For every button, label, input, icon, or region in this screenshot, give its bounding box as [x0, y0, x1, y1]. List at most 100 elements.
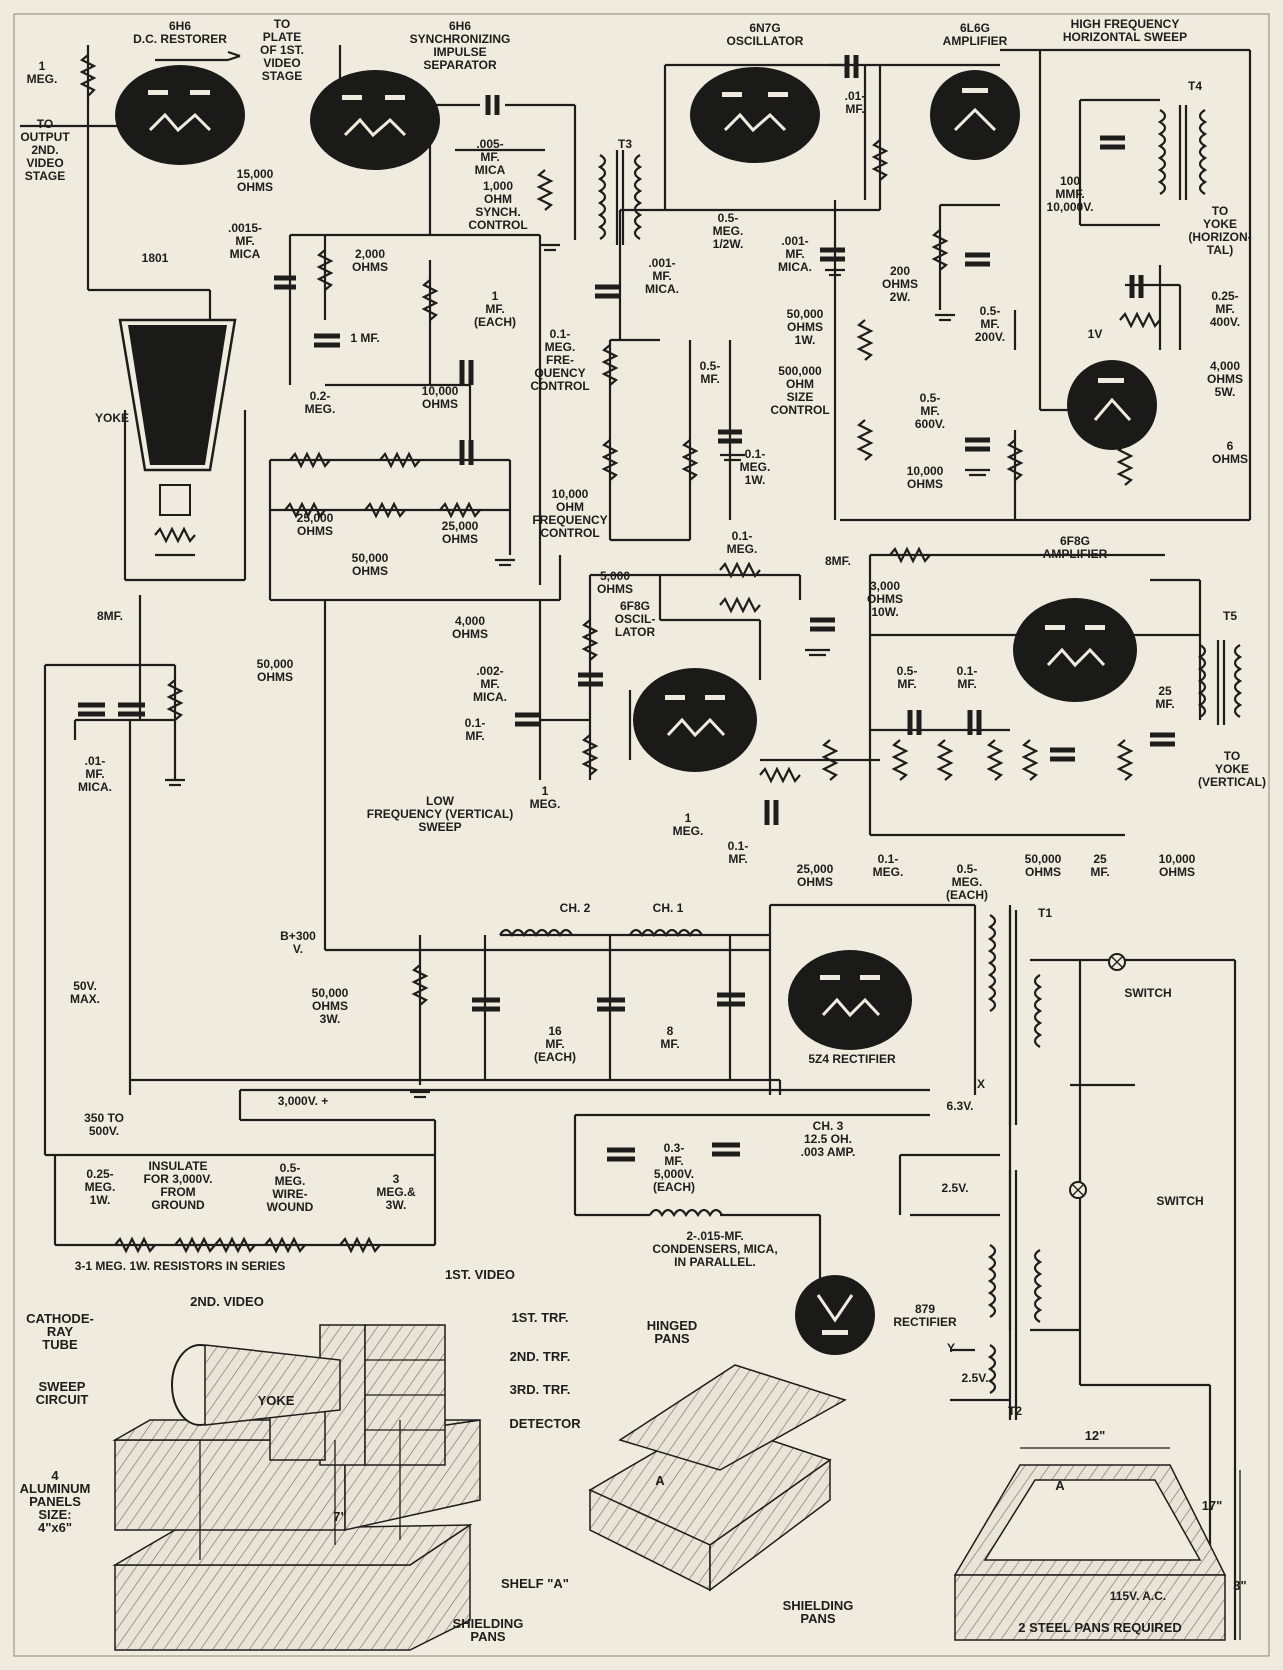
- label-meg02: 0.2-MEG.: [305, 389, 336, 416]
- label-mf01c: 0.1-MF.: [728, 839, 749, 866]
- label-x1: X: [977, 1077, 985, 1091]
- label-mf01d: 0.1-MF.: [957, 664, 978, 691]
- label-v25b: 2.5V.: [962, 1371, 989, 1385]
- resistors: [79, 54, 1161, 1254]
- label-mica005: .005-MF.MICA: [475, 137, 506, 177]
- drawing-label-letter-a1: A: [655, 1473, 665, 1488]
- label-mf01: .01-MF.: [845, 89, 866, 116]
- label-meg05each: 0.5-MEG.(EACH): [946, 862, 988, 902]
- label-mf025: 0.25-MF.400V.: [1210, 289, 1240, 329]
- label-t2: T2: [1008, 1404, 1022, 1418]
- label-tube1801: 1801: [142, 251, 169, 265]
- sheet-border: [13, 13, 1270, 1657]
- drawing-label-detector: DETECTOR: [509, 1416, 581, 1431]
- drawing-label-dim17: 17": [1202, 1498, 1223, 1513]
- label-rect5z4: 5Z4 RECTIFIER: [808, 1052, 896, 1066]
- label-v63: 6.3V.: [947, 1099, 974, 1113]
- misc-symbols: [165, 243, 1222, 1620]
- inductors: [499, 105, 1243, 1420]
- drawing-label-dim3: 3": [1233, 1578, 1246, 1593]
- label-mf05b: 0.5-MF.: [897, 664, 918, 691]
- tube-1801-crt: [118, 318, 237, 557]
- label-mf8a: 8MF.: [97, 609, 123, 623]
- label-mf05a: 0.5-MF.: [700, 359, 721, 386]
- label-meg025: 0.25-MEG.1W.: [85, 1167, 116, 1207]
- tube-1v-damper: [1067, 360, 1157, 450]
- label-meg01a: 0.1-MEG.1W.: [740, 447, 771, 487]
- tube-6l6g-amplifier: [930, 70, 1020, 160]
- label-switch1: SWITCH: [1124, 986, 1171, 1000]
- capacitors: [78, 55, 1175, 1162]
- label-mf05-600: 0.5-MF.600V.: [915, 391, 945, 431]
- label-t1: T1: [1038, 906, 1052, 920]
- tube-6f8g-oscillator: [633, 668, 757, 772]
- drawing-label-yoke: YOKE: [258, 1393, 295, 1408]
- label-meg01b: 0.1-MEG.: [727, 529, 758, 556]
- drawing-label-seven: 7": [333, 1509, 346, 1524]
- chassis-drawing: [112, 1324, 481, 1651]
- label-mica001b: .001-MF.MICA.: [778, 234, 812, 274]
- label-mf05-200: 0.5-MF.200V.: [975, 304, 1005, 344]
- steel-pan-drawing: [953, 1447, 1241, 1641]
- label-mf8b: 8MF.: [825, 554, 851, 568]
- label-mf01b: 0.1-MF.: [465, 716, 486, 743]
- label-mica001a: .001-MF.MICA.: [645, 256, 679, 296]
- tube-5z4-rectifier: [788, 950, 912, 1050]
- hinged-pan-drawing: [588, 1364, 847, 1592]
- label-mf03: 0.3-MF.5,000V.(EACH): [653, 1141, 695, 1194]
- label-mica002: .002-MF.MICA.: [473, 664, 507, 704]
- drawing-label-trf3: 3RD. TRF.: [510, 1382, 571, 1397]
- tube-6h6-sync-separator: [310, 70, 440, 170]
- drawing-label-shelf: SHELF "A": [501, 1576, 569, 1591]
- label-meg05: 0.5-MEG.1/2W.: [713, 211, 744, 251]
- label-v3000: 3,000V. +: [278, 1094, 329, 1108]
- label-mf1: 1 MF.: [350, 331, 379, 345]
- label-meg05ww: 0.5-MEG.WIRE-WOUND: [267, 1161, 314, 1214]
- label-t4: T4: [1188, 79, 1202, 93]
- label-yoke-crt: YOKE: [95, 411, 129, 425]
- tube-6h6-dc-restorer: [115, 65, 245, 165]
- drawing-label-trf1: 1ST. TRF.: [511, 1310, 568, 1325]
- tube-879-rectifier: [795, 1275, 875, 1355]
- label-mica01: .01-MF.MICA.: [78, 754, 112, 794]
